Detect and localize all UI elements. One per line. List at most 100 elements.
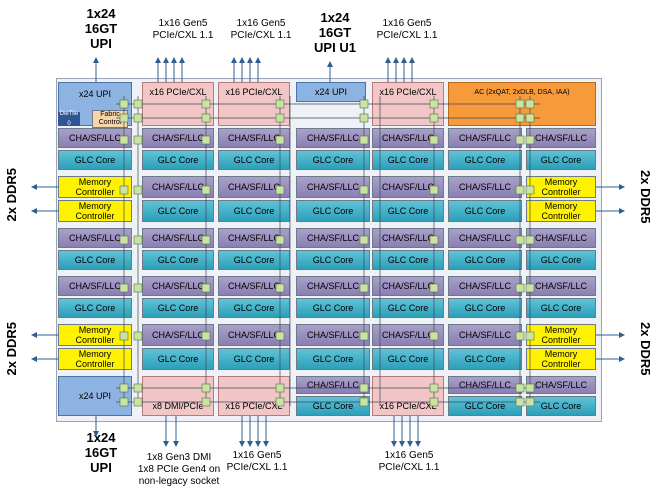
mesh-stop-0-1 (119, 113, 129, 123)
cha-tile-r6-c4: CHA/SF/LLC (372, 276, 444, 296)
cha-tile-r8-c3: CHA/SF/LLC (296, 324, 370, 346)
mesh-stop-2-2 (201, 135, 211, 145)
cha-tile-r0-c0: CHA/SF/LLC (58, 128, 132, 148)
mesh-stop-4-2 (359, 135, 369, 145)
glc-tile-r9-c5: GLC Core (448, 348, 522, 370)
mesh-stop-5-7 (429, 383, 439, 393)
cha-tile-r0-c3: CHA/SF/LLC (296, 128, 370, 148)
cha-tile-r8-c1: CHA/SF/LLC (142, 324, 214, 346)
mesh-stop-7-7 (525, 383, 535, 393)
glc-tile-r9-c1: GLC Core (142, 348, 214, 370)
cha-tile-r4-c6: CHA/SF/LLC (526, 228, 596, 248)
pcie-block-bottom-2: x16 PCIe/CXL (372, 376, 444, 416)
mesh-stop-4-3 (359, 185, 369, 195)
mesh-stop-7-3 (525, 185, 535, 195)
die-tile-label: DieTile 0 (58, 111, 80, 127)
glc-tile-r9-c3: GLC Core (296, 348, 370, 370)
glc-tile-r7-c2: GLC Core (218, 298, 290, 318)
mesh-stop-2-5 (201, 283, 211, 293)
mesh-stop-2-4 (201, 235, 211, 245)
mesh-stop-4-8 (359, 397, 369, 407)
mesh-stop-7-5 (525, 283, 535, 293)
glc-tile-r7-c3: GLC Core (296, 298, 370, 318)
glc-tile-r1-c1: GLC Core (142, 150, 214, 170)
mesh-stop-2-3 (201, 185, 211, 195)
cha-tile-r6-c0: CHA/SF/LLC (58, 276, 132, 296)
mesh-stop-7-4 (525, 235, 535, 245)
mesh-stop-4-5 (359, 283, 369, 293)
mesh-stop-6-3 (515, 185, 525, 195)
glc-tile-r5-c3: GLC Core (296, 250, 370, 270)
mesh-stop-1-6 (133, 331, 143, 341)
mesh-stop-1-4 (133, 235, 143, 245)
mesh-stop-6-6 (515, 331, 525, 341)
glc-tile-r3-c1: GLC Core (142, 200, 214, 222)
mesh-stop-1-8 (133, 397, 143, 407)
mesh-stop-4-4 (359, 235, 369, 245)
memory-controller-r8-c6: Memory Controller (526, 324, 596, 346)
glc-tile-r3-c4: GLC Core (372, 200, 444, 222)
upi-block-top-mid: x24 UPI (296, 82, 366, 102)
cha-tile-r0-c2: CHA/SF/LLC (218, 128, 290, 148)
cha-tile-r2-c4: CHA/SF/LLC (372, 176, 444, 198)
cha-tile-bottom: CHA/SF/LLC (296, 376, 370, 394)
upi-block-bottom-left: x24 UPI (58, 376, 132, 416)
cha-tile-r0-c4: CHA/SF/LLC (372, 128, 444, 148)
glc-tile-r3-c2: GLC Core (218, 200, 290, 222)
mesh-stop-0-6 (119, 331, 129, 341)
cha-tile-r4-c5: CHA/SF/LLC (448, 228, 522, 248)
mesh-stop-6-7 (515, 383, 525, 393)
mesh-stop-7-8 (525, 397, 535, 407)
cha-tile-r4-c4: CHA/SF/LLC (372, 228, 444, 248)
mesh-stop-2-8 (201, 397, 211, 407)
mesh-stop-2-6 (201, 331, 211, 341)
mesh-stop-0-4 (119, 235, 129, 245)
mesh-stop-0-0 (119, 99, 129, 109)
mesh-stop-3-3 (275, 185, 285, 195)
pcie-block-bottom-1: x16 PCIe/CXL (218, 376, 290, 416)
memory-controller-r3-c6: Memory Controller (526, 200, 596, 222)
mesh-stop-1-1 (133, 113, 143, 123)
mesh-stop-5-0 (429, 99, 439, 109)
mesh-stop-3-8 (275, 397, 285, 407)
memory-controller-r3-c0: Memory Controller (58, 200, 132, 222)
mesh-stop-6-8 (515, 397, 525, 407)
memory-controller-r9-c6: Memory Controller (526, 348, 596, 370)
glc-tile-r5-c6: GLC Core (526, 250, 596, 270)
mesh-stop-3-4 (275, 235, 285, 245)
mesh-stop-3-2 (275, 135, 285, 145)
mesh-stop-5-6 (429, 331, 439, 341)
right-top-ddr5-label: 2x DDR5 (638, 170, 653, 224)
glc-tile-r7-c6: GLC Core (526, 298, 596, 318)
cha-tile-r8-c4: CHA/SF/LLC (372, 324, 444, 346)
glc-tile-r5-c2: GLC Core (218, 250, 290, 270)
glc-tile-r7-c5: GLC Core (448, 298, 522, 318)
mesh-stop-0-3 (119, 185, 129, 195)
mesh-stop-4-1 (359, 113, 369, 123)
mesh-stop-3-6 (275, 331, 285, 341)
mesh-stop-3-7 (275, 383, 285, 393)
mesh-stop-0-7 (119, 383, 129, 393)
mesh-stop-5-1 (429, 113, 439, 123)
mesh-stop-6-5 (515, 283, 525, 293)
mesh-stop-1-0 (133, 99, 143, 109)
glc-tile-r1-c4: GLC Core (372, 150, 444, 170)
cha-tile-r6-c3: CHA/SF/LLC (296, 276, 370, 296)
mesh-stop-1-7 (133, 383, 143, 393)
mesh-stop-3-0 (275, 99, 285, 109)
mesh-stop-5-3 (429, 185, 439, 195)
mesh-stop-3-1 (275, 113, 285, 123)
cha-tile-r6-c1: CHA/SF/LLC (142, 276, 214, 296)
cha-tile-r2-c1: CHA/SF/LLC (142, 176, 214, 198)
mesh-stop-7-0 (525, 99, 535, 109)
glc-tile-r7-c4: GLC Core (372, 298, 444, 318)
mesh-stop-1-3 (133, 185, 143, 195)
mesh-stop-4-0 (359, 99, 369, 109)
